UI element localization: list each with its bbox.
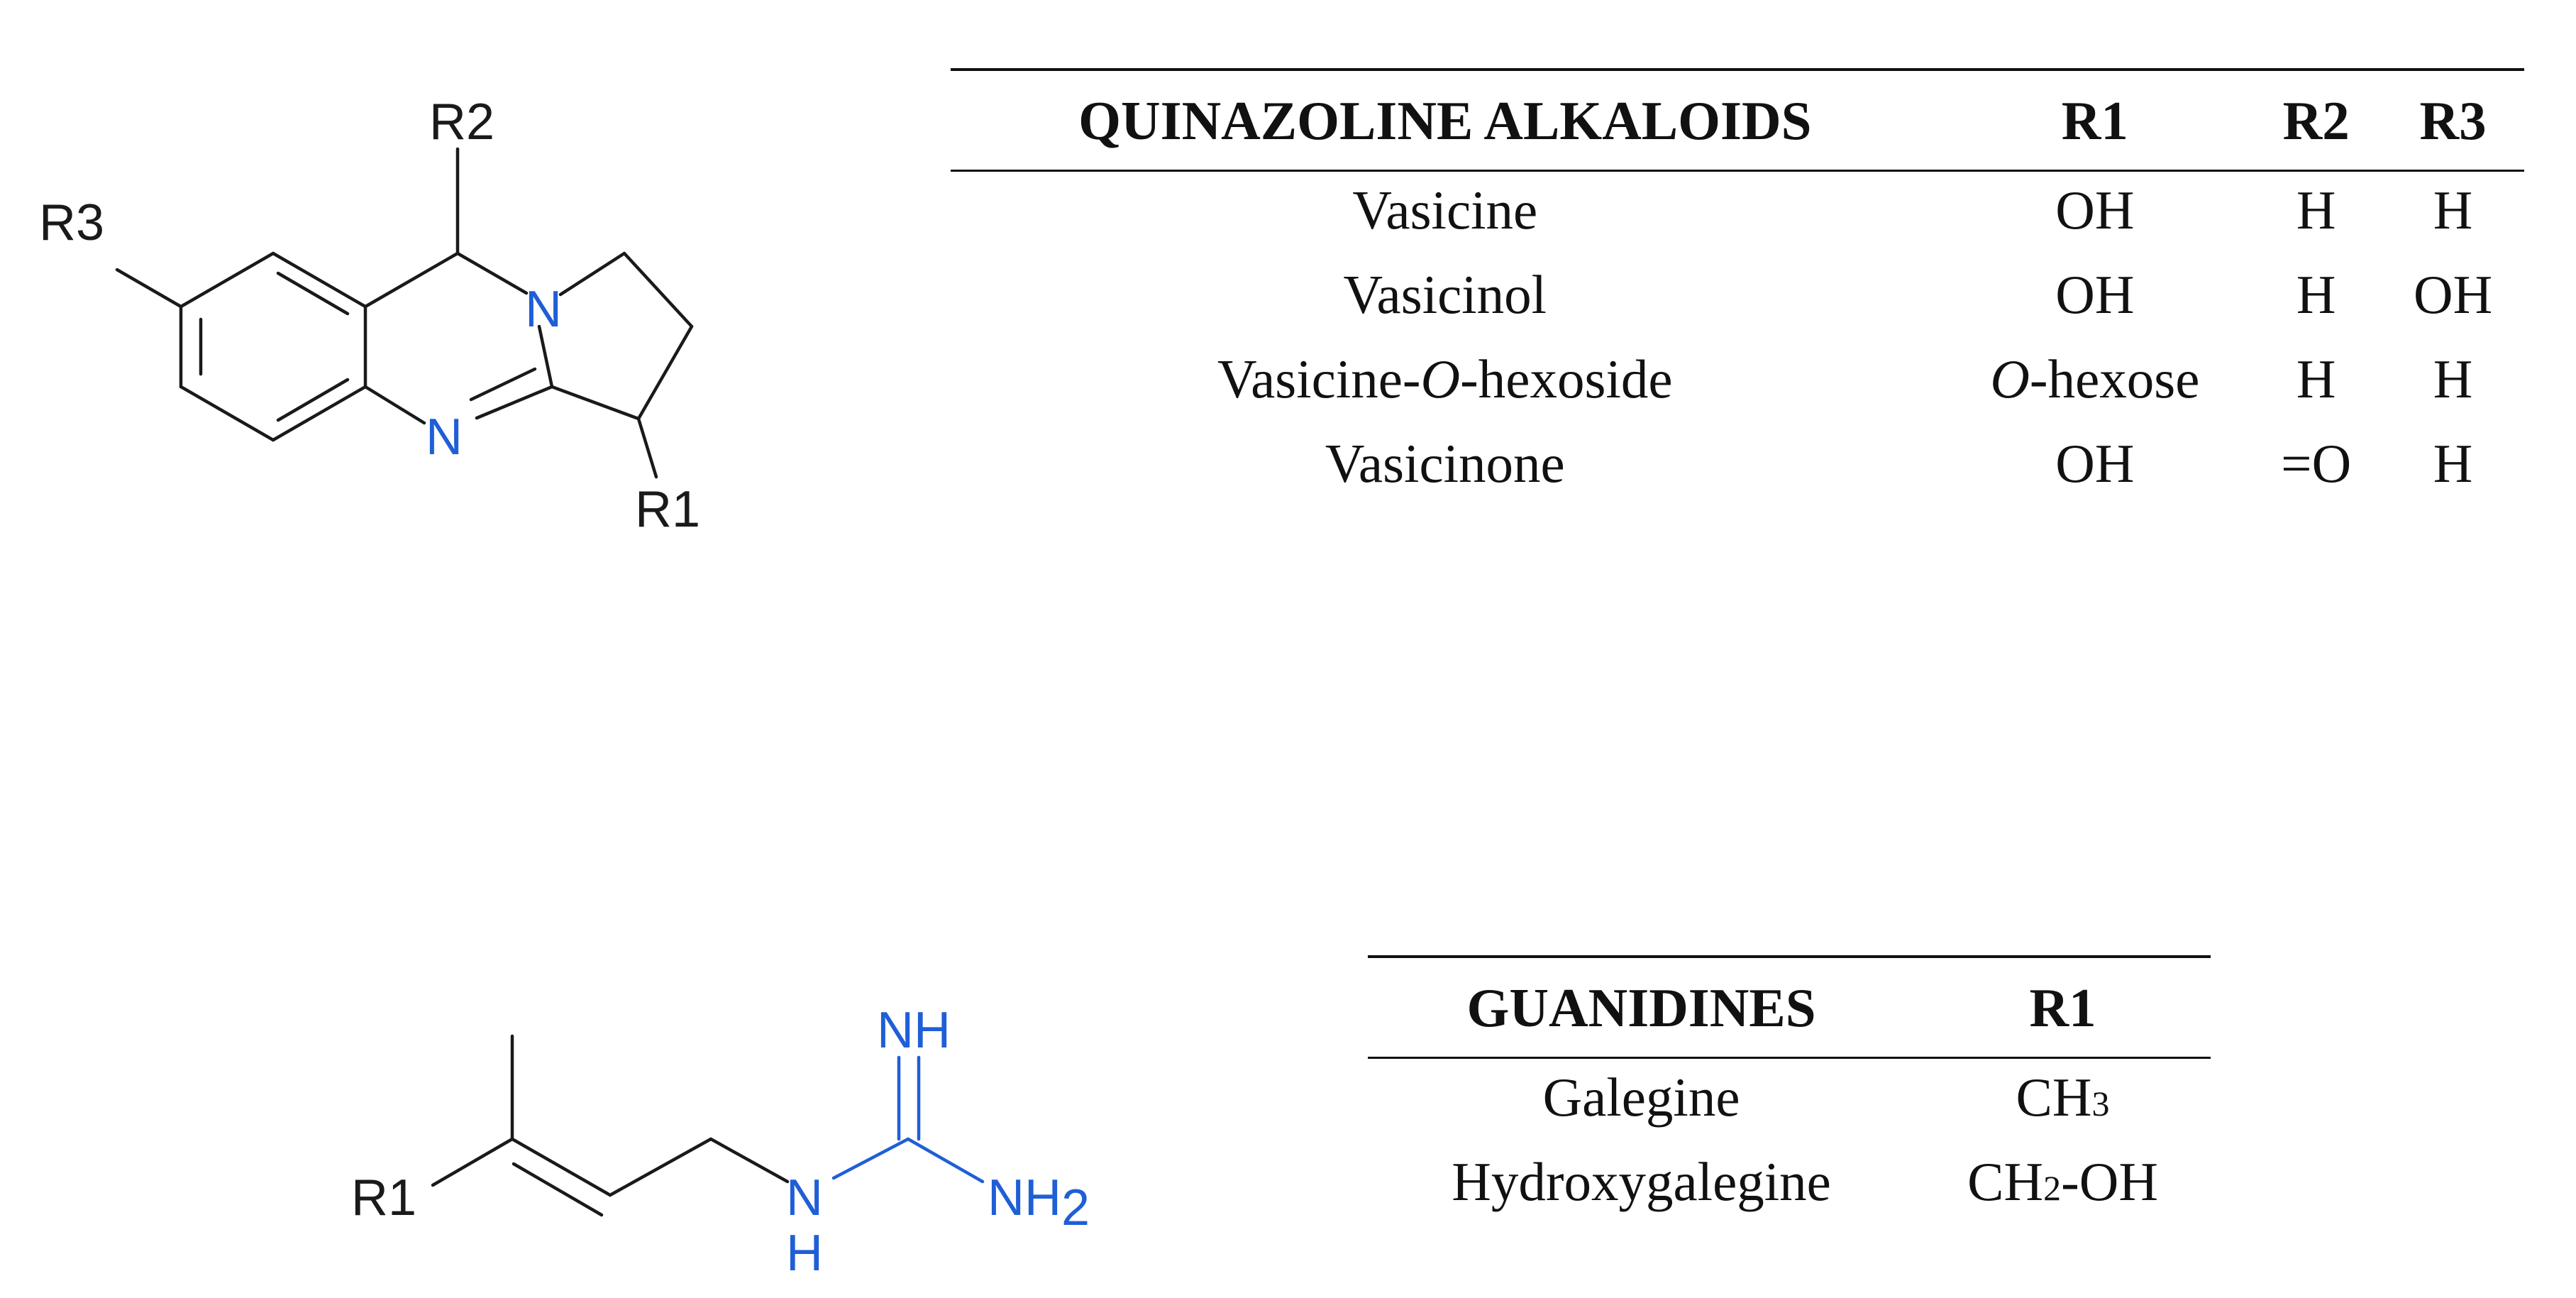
compound-name: Vasicinol (1343, 264, 1547, 325)
table-row: Vasicinone OH =O H (951, 425, 2524, 510)
class-header: QUINAZOLINE ALKALOIDS (1078, 90, 1812, 151)
quinazoline-alkaloids-table: QUINAZOLINE ALKALOIDS R1 R2 R3 Vasicine … (951, 68, 2524, 510)
r1-value: CH2-OH (1967, 1151, 2158, 1212)
bond (475, 385, 554, 420)
r1-header: R1 (2029, 977, 2096, 1038)
r1-value: O-hexose (1990, 348, 2200, 409)
nh2-group: NH2 (988, 1170, 1090, 1236)
bond (550, 385, 641, 421)
compound-name: Vasicine (1352, 180, 1538, 241)
h-atom: H (786, 1225, 823, 1282)
r2-value: H (2296, 180, 2336, 241)
r2-value: H (2296, 264, 2336, 325)
guanidine-structure: R1 NH N H NH2 (351, 1002, 1090, 1282)
compound-name: Galegine (1542, 1067, 1740, 1128)
bond (537, 324, 554, 389)
r1-label: R1 (635, 481, 700, 538)
table-row: Vasicinol OH H OH (951, 256, 2524, 341)
bond (636, 417, 658, 479)
table-header-row: QUINAZOLINE ALKALOIDS R1 R2 R3 (951, 70, 2524, 171)
table-row: Galegine CH3 (1368, 1058, 2211, 1144)
compound-name: Hydroxygalegine (1452, 1151, 1831, 1212)
table-header-row: GUANIDINES R1 (1368, 957, 2211, 1058)
table-row: Vasicine-O-hexoside O-hexose H H (951, 341, 2524, 425)
nh-group: NH (877, 1002, 951, 1059)
class-header: GUANIDINES (1466, 977, 1816, 1038)
bond (831, 1137, 910, 1180)
r1-header: R1 (2061, 90, 2128, 151)
bond (363, 385, 426, 425)
bond (512, 1162, 604, 1217)
bond (636, 324, 694, 421)
n-atom: N (525, 281, 562, 338)
bond (608, 1137, 713, 1197)
bond (709, 1137, 790, 1184)
n-atom: N (426, 409, 463, 466)
r2-value: H (2296, 348, 2336, 409)
r2-label: R2 (429, 94, 494, 150)
r1-value: CH3 (2016, 1067, 2110, 1128)
bond (431, 1137, 514, 1187)
bond (622, 251, 694, 329)
r2-value: =O (2281, 433, 2352, 494)
bond (271, 385, 367, 442)
r1-value: OH (2055, 180, 2135, 241)
bond (906, 1137, 985, 1184)
r3-header: R3 (2419, 90, 2487, 151)
r1-value: OH (2055, 433, 2135, 494)
r1-label: R1 (351, 1170, 416, 1226)
bond (558, 251, 626, 297)
quinazoline-structure: R2 R3 N N R1 (39, 94, 700, 538)
bond (363, 251, 460, 309)
table-row: Vasicine OH H H (951, 171, 2524, 257)
bond (276, 271, 350, 316)
guanidines-table: GUANIDINES R1 Galegine CH3 Hydroxygalegi… (1368, 955, 2211, 1228)
bond (276, 378, 350, 422)
r2-header: R2 (2282, 90, 2350, 151)
r3-label: R3 (39, 194, 104, 251)
r1-value: OH (2055, 264, 2135, 325)
table-row: Hydroxygalegine CH2-OH (1368, 1143, 2211, 1228)
r3-value: H (2433, 180, 2473, 241)
r3-value: H (2433, 348, 2473, 409)
compound-name: Vasicine-O-hexoside (1217, 348, 1673, 409)
r3-value: H (2433, 433, 2473, 494)
bond (179, 385, 275, 442)
bond (179, 251, 275, 309)
compound-name: Vasicinone (1325, 433, 1565, 494)
r3-value: OH (2413, 264, 2493, 325)
bond (510, 1137, 612, 1197)
bond (469, 367, 537, 402)
bond (115, 268, 183, 309)
bond (455, 251, 529, 295)
bond (271, 251, 367, 309)
n-atom: N (786, 1170, 823, 1226)
